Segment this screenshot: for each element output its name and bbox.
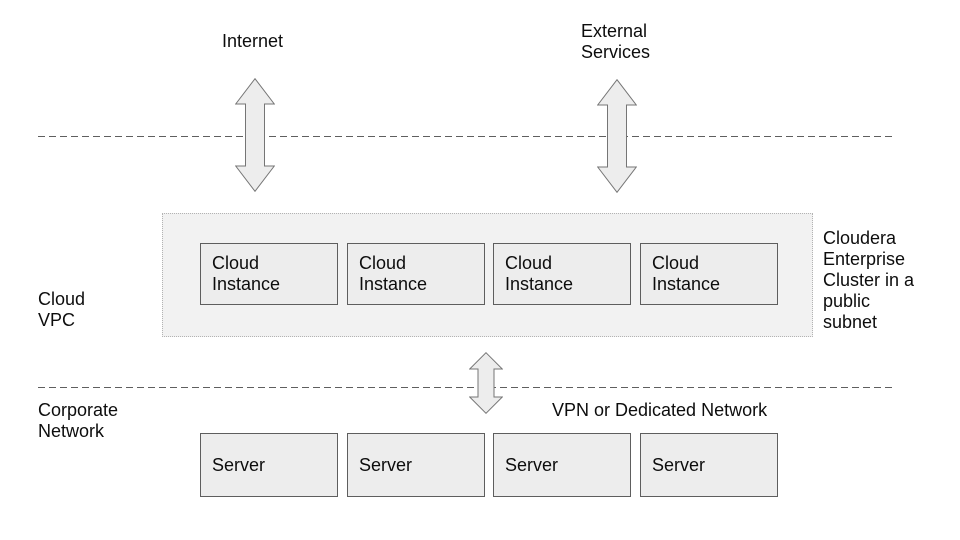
server-label: Server	[505, 454, 559, 475]
cloud-instance-box: Cloud Instance	[640, 243, 778, 305]
corporate-boundary-dashed-line	[38, 387, 896, 388]
server-box: Server	[640, 433, 778, 497]
internet-connection-arrow-icon	[235, 78, 275, 192]
server-label: Server	[212, 454, 266, 475]
cloud-instance-label: Cloud Instance	[505, 253, 574, 294]
cloud-instance-label: Cloud Instance	[212, 253, 281, 294]
cloud-instance-label: Cloud Instance	[652, 253, 721, 294]
cloud-instance-box: Cloud Instance	[493, 243, 631, 305]
cloud-instance-box: Cloud Instance	[347, 243, 485, 305]
cloud-vpc-label: Cloud VPC	[38, 289, 86, 330]
internet-label: Internet	[222, 31, 284, 51]
server-label: Server	[359, 454, 413, 475]
external-services-label: External Services	[581, 21, 651, 62]
server-label: Server	[652, 454, 706, 475]
server-box: Server	[347, 433, 485, 497]
server-box: Server	[200, 433, 338, 497]
cloud-instance-box: Cloud Instance	[200, 243, 338, 305]
external-services-connection-arrow-icon	[597, 79, 637, 193]
server-box: Server	[493, 433, 631, 497]
cloud-boundary-dashed-line	[38, 136, 896, 137]
vpn-connection-arrow-icon	[469, 352, 503, 414]
vpn-network-label: VPN or Dedicated Network	[552, 400, 768, 420]
corporate-network-label: Corporate Network	[38, 400, 119, 441]
cluster-annotation: Cloudera Enterprise Cluster in a public …	[823, 228, 915, 332]
cloud-instance-label: Cloud Instance	[359, 253, 428, 294]
